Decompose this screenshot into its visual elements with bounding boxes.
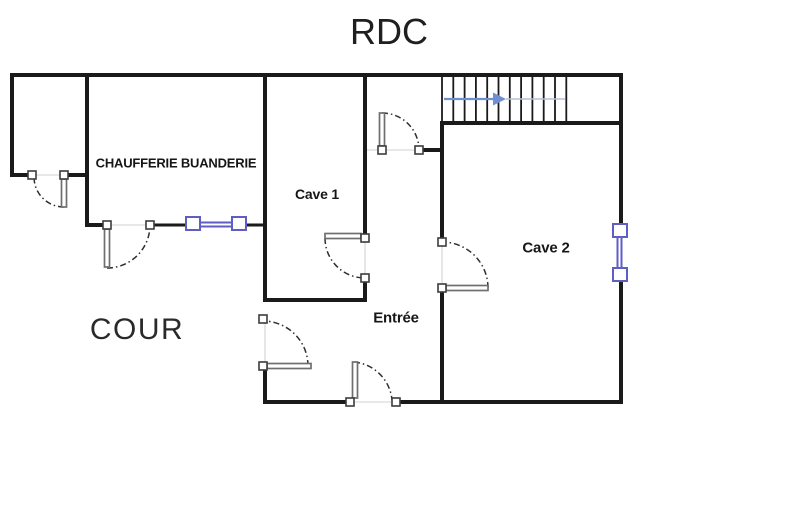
wall-room1-bottom-left — [10, 173, 28, 177]
wall-cave1-right-upper — [363, 73, 367, 234]
leaf-cave2-door — [445, 284, 489, 292]
wall-cave2-left-lower — [440, 292, 444, 404]
window-chaufferie-icon — [185, 216, 247, 231]
jamb — [27, 170, 37, 180]
outside-label-cour: COUR — [89, 313, 185, 346]
room-label-cave1: Cave 1 — [295, 186, 339, 202]
wall-cave2-left-upper — [440, 121, 444, 238]
stair-direction-arrow — [444, 92, 565, 106]
arrow-head-icon — [493, 92, 506, 106]
wall-cave1-right-lower — [363, 282, 367, 302]
leaf-cour-room-door — [60, 178, 68, 208]
arc-chaufferie-door — [106, 224, 151, 269]
wall-left-outer — [10, 73, 14, 177]
jamb — [437, 237, 447, 247]
jamb — [145, 220, 155, 230]
jamb — [360, 233, 370, 243]
window-post — [612, 223, 628, 238]
room-label-chaufferie: CHAUFFERIE BUANDERIE — [95, 155, 257, 171]
arc-vestibule-door — [381, 112, 420, 151]
room-label-cave2: Cave 2 — [522, 239, 570, 257]
wall-right-outer-lower — [619, 281, 623, 404]
jamb — [437, 283, 447, 293]
plan-title: RDC — [350, 11, 428, 52]
jamb — [102, 220, 112, 230]
room-label-entree: Entrée — [373, 309, 419, 327]
wall-cave1-bottom — [263, 298, 367, 302]
jamb — [391, 397, 401, 407]
jamb — [258, 314, 268, 324]
wall-room1-bottom-right — [68, 173, 89, 177]
wall-chaufferie-bottom-3 — [246, 223, 267, 227]
arc-cave2-door — [441, 241, 489, 289]
window-post — [185, 216, 201, 231]
jamb — [258, 361, 268, 371]
door-jambs — [27, 145, 447, 407]
leaf-cour-corridor-door — [266, 362, 312, 370]
arc-cour-room-door — [33, 176, 65, 208]
leaf-bottom-door — [351, 361, 359, 399]
wall-bottom-right — [400, 400, 623, 404]
wall-chaufferie-bottom-2 — [154, 223, 186, 227]
wall-chaufferie-bottom-1 — [85, 223, 103, 227]
leaf-chaufferie-door — [103, 228, 111, 268]
wall-chaufferie-left — [85, 73, 89, 227]
door-thresholds — [36, 149, 443, 403]
jamb — [345, 397, 355, 407]
window-post — [612, 267, 628, 282]
leaf-vestibule-door — [378, 112, 386, 147]
wall-right-outer-upper — [619, 73, 623, 224]
jamb — [360, 273, 370, 283]
jamb — [377, 145, 387, 155]
arc-bottom-door — [353, 361, 393, 401]
window-cave2-icon — [612, 223, 628, 282]
wall-top — [10, 73, 623, 77]
jamb — [414, 145, 424, 155]
wall-corridor-left-lower — [263, 370, 267, 404]
walls — [10, 73, 623, 404]
arc-cave1-door — [324, 237, 366, 279]
leaf-cave1-door — [324, 232, 362, 240]
wall-stair-bottom — [440, 121, 623, 125]
wall-bottom-left — [263, 400, 346, 404]
wall-vestibule-door-stub — [423, 148, 441, 152]
jamb — [59, 170, 69, 180]
wall-cave1-left — [263, 73, 267, 302]
door-arcs — [33, 112, 489, 401]
arc-cour-corridor-door — [262, 320, 309, 367]
window-post — [231, 216, 247, 231]
